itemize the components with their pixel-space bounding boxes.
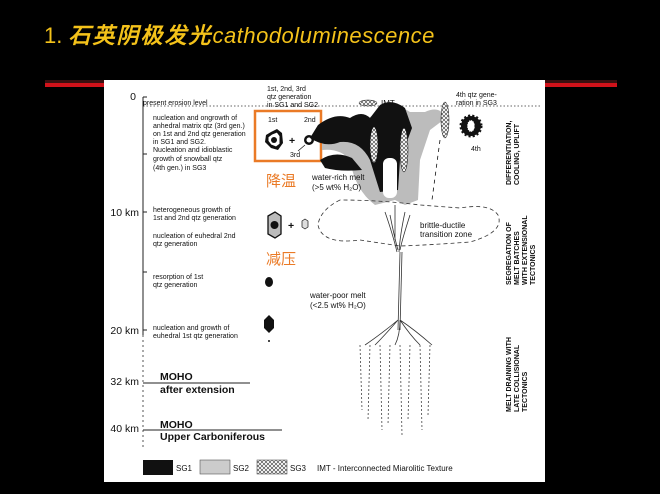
plus-sign: + xyxy=(289,135,295,147)
moho2-title: MOHO xyxy=(160,419,193,431)
stage-3-line: qtz generation xyxy=(153,241,197,248)
generation-header-line: in SG1 and SG2 xyxy=(267,102,318,109)
legend-label-imt: IMT - Interconnected Miarolitic Texture xyxy=(317,464,453,473)
stage-1-line: nucleation and ongrowth of xyxy=(153,115,237,122)
stage-1-line: on 1st and 2nd qtz generation xyxy=(153,131,246,138)
fourth-gen-header-line: ration in SG3 xyxy=(456,100,497,107)
decompression-label: 减压 xyxy=(266,250,296,268)
water-rich-label: water-rich melt xyxy=(311,173,365,182)
side-label-draining: MELT DRAINING WITH LATE COLLISIONAL TECT… xyxy=(506,337,529,412)
title-chinese: 石英阴极发光 xyxy=(68,23,213,49)
slide-title: 1. 石英阴极发光cathodoluminescence xyxy=(44,18,435,50)
stage-4-line: qtz generation xyxy=(153,282,197,289)
water-rich-label: (>5 wt% H₂O) xyxy=(312,183,361,192)
stage-5-line: nucleation and growth of xyxy=(153,325,229,332)
side-label-line: WITH EXTENSIONAL xyxy=(522,215,529,285)
generation-header-line: 1st, 2nd, 3rd xyxy=(267,86,306,93)
side-label-line: LATE COLLISIONAL xyxy=(514,344,521,412)
legend-swatch-sg1 xyxy=(143,460,173,475)
legend: SG1 SG2 SG3 IMT - Interconnected Miaroli… xyxy=(143,459,453,475)
depth-20km: 20 km xyxy=(110,325,139,337)
moho1-subtitle: after extension xyxy=(160,384,235,396)
side-label-line: MELT BATCHES xyxy=(514,231,521,285)
depth-10km: 10 km xyxy=(110,207,139,219)
stage-2-line: 1st and 2nd qtz generation xyxy=(153,215,236,222)
erosion-level-label: present erosion level xyxy=(143,100,208,107)
side-label-line: COOLING, UPLIFT xyxy=(514,123,521,185)
imt-label: IMT xyxy=(381,99,395,108)
label-2nd: 2nd xyxy=(304,117,316,124)
label-1st: 1st xyxy=(268,117,277,124)
melt-body xyxy=(310,99,500,436)
depth-axis: 0 10 km 20 km 32 km 40 km xyxy=(110,91,147,448)
euhedral-quartz-icon xyxy=(264,315,274,333)
side-label-line: MELT DRAINING WITH xyxy=(506,337,513,412)
side-label-line: TECTONICS xyxy=(522,371,529,412)
side-label-segregation: SEGREGATION OF MELT BATCHES WITH EXTENSI… xyxy=(506,215,537,285)
legend-swatch-sg3 xyxy=(256,459,288,475)
water-poor-label: water-poor melt xyxy=(309,291,366,300)
legend-swatch-sg2 xyxy=(199,459,231,475)
depth-32km: 32 km xyxy=(110,376,139,388)
stage-5-line: euhedral 1st qtz generation xyxy=(153,333,238,340)
snowball-quartz-icon xyxy=(459,114,483,138)
moho1-title: MOHO xyxy=(160,371,193,383)
depth-40km: 40 km xyxy=(110,423,139,435)
fourth-label: 4th xyxy=(471,146,481,153)
title-number: 1. xyxy=(44,23,63,48)
depth-0: 0 xyxy=(130,91,136,103)
stage-1-line: Nucleation and idioblastic xyxy=(153,147,233,154)
side-label-line: TECTONICS xyxy=(530,244,537,285)
legend-label-sg2: SG2 xyxy=(233,464,250,473)
brittle-ductile-label: brittle-ductile xyxy=(420,221,466,230)
side-label-differentiation: DIFFERENTIATION, COOLING, UPLIFT xyxy=(506,121,521,185)
label-3rd: 3rd xyxy=(290,152,300,159)
stage-3-line: nucleation of euhedral 2nd xyxy=(153,233,236,240)
resorbed-quartz-icon xyxy=(265,277,273,287)
stage-1-line: in SG1 and SG2. xyxy=(153,139,206,146)
legend-label-sg3: SG3 xyxy=(290,464,307,473)
water-poor-label: (<2.5 wt% H₂O) xyxy=(310,301,366,310)
cooling-label: 降温 xyxy=(266,172,296,190)
title-english: cathodoluminescence xyxy=(212,23,435,48)
stage-1-line: (4th gen.) in SG3 xyxy=(153,165,206,172)
plus-sign-2: + xyxy=(288,220,294,232)
brittle-ductile-label: transition zone xyxy=(420,230,473,239)
moho2-subtitle: Upper Carboniferous xyxy=(160,431,265,443)
quartz-small-hexagon-icon xyxy=(301,218,309,230)
stage-4-line: resorption of 1st xyxy=(153,274,203,281)
side-label-line: SEGREGATION OF xyxy=(506,221,513,285)
stage-1-line: anhedral matrix qtz (3rd gen.) xyxy=(153,123,245,130)
stage-1-line: growth of snowball qtz xyxy=(153,156,223,163)
legend-label-sg1: SG1 xyxy=(176,464,193,473)
generation-header-line: qtz generation xyxy=(267,94,311,101)
stage-1-text: nucleation and ongrowth of anhedral matr… xyxy=(153,115,246,172)
stage-2-line: heterogeneous growth of xyxy=(153,207,230,214)
fourth-gen-header-line: 4th qtz gene- xyxy=(456,92,498,99)
side-label-line: DIFFERENTIATION, xyxy=(506,121,513,185)
